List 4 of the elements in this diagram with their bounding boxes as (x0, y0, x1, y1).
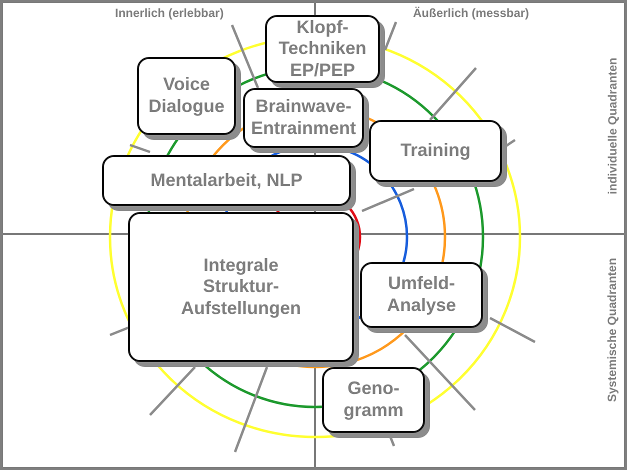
quadrant-label: individuelle Quadranten (604, 58, 619, 194)
axis-label: Äußerlich (messbar) (413, 6, 530, 20)
quadrant-label: Systemische Quadranten (605, 258, 620, 402)
axis-label: Innerlich (erlebbar) (115, 6, 224, 20)
